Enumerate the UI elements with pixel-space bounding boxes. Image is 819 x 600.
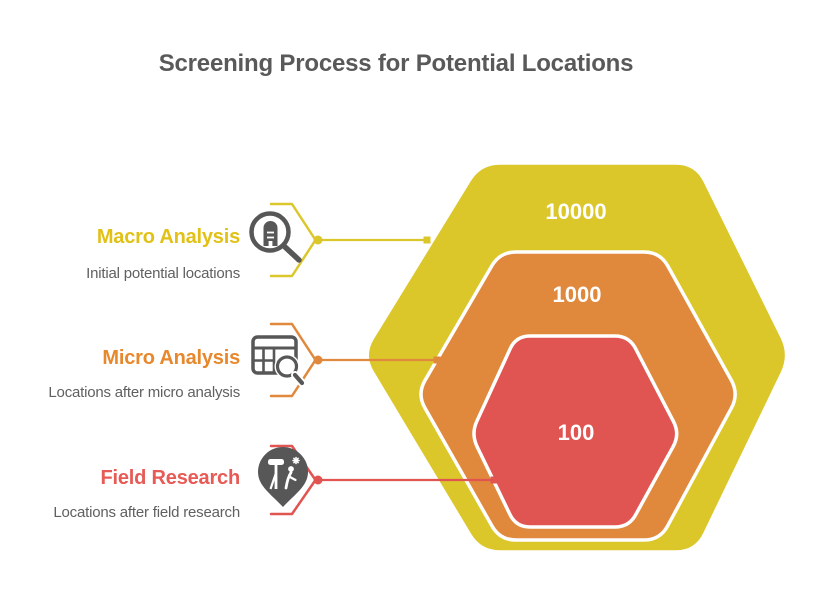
field-bracket-dot [313, 475, 323, 485]
field-connector-endpoint [490, 476, 498, 484]
hexagon-value-macro: 10000 [545, 199, 607, 224]
stage-description-macro-analysis: Initial potential locations [86, 265, 240, 282]
stage-description-micro-analysis: Locations after micro analysis [48, 384, 240, 401]
stage-label-field-research: Field Research [100, 467, 241, 489]
page-title: Screening Process for Potential Location… [158, 50, 634, 77]
micro-connector-endpoint [433, 356, 441, 364]
connector-group [320, 236, 498, 484]
hexagon-value-micro: 1000 [552, 282, 602, 307]
hexagon-field [472, 334, 679, 529]
macro-connector-endpoint [423, 236, 431, 244]
surveyor-pin-icon [258, 447, 308, 507]
bracket-group [269, 202, 323, 516]
stage-label-micro-analysis: Micro Analysis [102, 347, 240, 369]
micro-bracket-dot [313, 355, 323, 365]
table-magnifier-icon [251, 335, 306, 387]
stage-label-macro-analysis: Macro Analysis [96, 226, 240, 248]
hexagon-value-field: 100 [557, 420, 595, 445]
macro-bracket-dot [313, 235, 323, 245]
stage-description-field-research: Locations after field research [53, 504, 240, 521]
hexagon-group [365, 161, 789, 554]
magnifier-building-icon [249, 211, 302, 263]
